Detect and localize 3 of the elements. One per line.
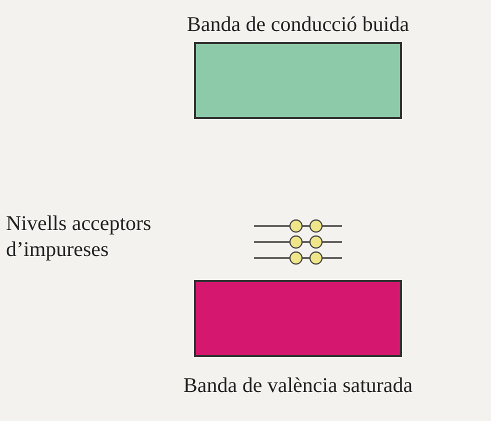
band-label: Banda de valència saturada: [182, 372, 414, 399]
levels-label: Nivells acceptors d’impureses: [6, 210, 152, 262]
band-label: Banda de conducció buida: [186, 11, 410, 38]
